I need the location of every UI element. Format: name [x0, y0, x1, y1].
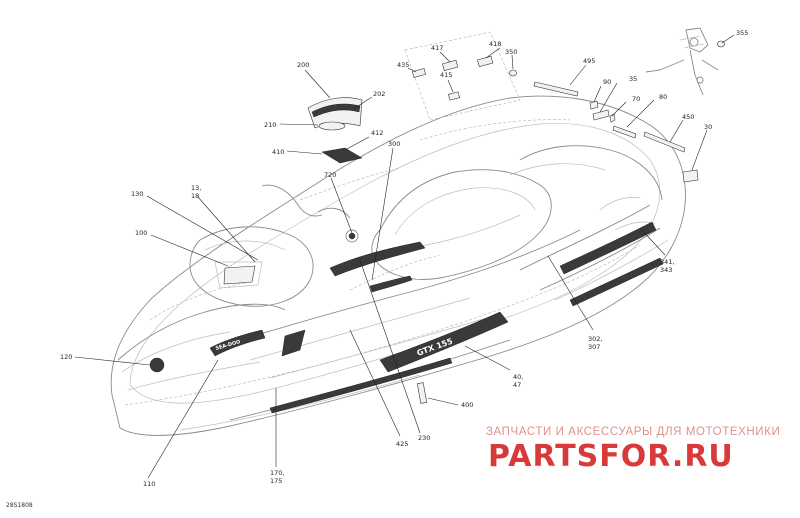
part-210-decal: [318, 121, 346, 131]
model-side-decal: [379, 311, 509, 373]
callout-410: 410: [272, 148, 284, 156]
callout-13-18-line2: 18: [191, 192, 199, 200]
callout-70: 70: [632, 95, 640, 103]
exploded-parts: [307, 27, 725, 404]
callout-110: 110: [143, 480, 155, 488]
part-200-inner-band: [311, 103, 361, 118]
callout-425: 425: [396, 440, 408, 448]
part-415-decal: [448, 91, 460, 101]
rear-stripe-decal: [559, 221, 657, 275]
callout-170-175-line2: 175: [270, 477, 282, 485]
part-418-decal: [477, 55, 494, 68]
part-417-decal: [442, 59, 459, 72]
callout-230: 230: [418, 434, 430, 442]
callout-418: 418: [489, 40, 501, 48]
callout-80: 80: [659, 93, 667, 101]
callout-200: 200: [297, 61, 309, 69]
callout-40-47-line2: 47: [513, 381, 521, 389]
callout-300: 300: [388, 140, 400, 148]
part-350-decal: [509, 69, 517, 77]
callout-13-18-line1: 13,: [191, 184, 201, 192]
callout-210: 210: [264, 121, 276, 129]
console-decal: [223, 265, 256, 285]
callout-90: 90: [603, 78, 611, 86]
part-30-decal: [682, 169, 699, 183]
callout-495: 495: [583, 57, 595, 65]
callout-120: 120: [60, 353, 72, 361]
watercraft-hull: [110, 95, 686, 436]
part-400-tag: [416, 382, 428, 404]
callout-341-343-line2: 343: [660, 266, 672, 274]
deck-emblem-decal: [281, 329, 306, 357]
leader-lines: [74, 34, 735, 479]
callout-130: 130: [131, 190, 143, 198]
callout-202: 202: [373, 90, 385, 98]
callout-412: 412: [371, 129, 383, 137]
callout-435: 435: [397, 61, 409, 69]
watermark-logo: PARTSFOR.RU: [488, 439, 734, 472]
part-355-steering-assembly: [645, 27, 719, 96]
part-80-strip: [612, 125, 637, 139]
callout-30: 30: [704, 123, 712, 131]
watermark-caption: ЗАПЧАСТИ И АКСЕССУАРЫ ДЛЯ МОТОТЕХНИКИ: [486, 426, 781, 438]
callout-35: 35: [629, 75, 637, 83]
part-720-knob: [348, 232, 356, 240]
callout-350: 350: [505, 48, 517, 56]
seat-decal: [369, 275, 413, 293]
callout-100: 100: [135, 229, 147, 237]
side-stripe-decal: [329, 241, 426, 277]
callout-341-343-line1: 341,: [660, 258, 674, 266]
brand-front-decal: [209, 329, 266, 357]
callout-302-307-line1: 302,: [588, 335, 602, 343]
callout-40-47-line1: 40,: [513, 373, 523, 381]
callout-450: 450: [682, 113, 694, 121]
callout-302-307-line2: 307: [588, 343, 600, 351]
callout-170-175-line1: 170,: [270, 469, 284, 477]
hull-decals: GTX 155 SEA-DOO: [149, 221, 664, 414]
callout-417: 417: [431, 44, 443, 52]
part-35-decal: [592, 109, 610, 121]
gunwale-stripe-decal: [269, 357, 453, 414]
rear-lower-decal: [569, 257, 664, 307]
part-495-strip: [533, 81, 579, 97]
callout-415: 415: [440, 71, 452, 79]
callout-355: 355: [736, 29, 748, 37]
part-group-box: [404, 31, 521, 121]
part-90-decal: [589, 100, 599, 110]
drawing-id: 28S1808: [6, 502, 33, 509]
callout-720: 720: [324, 171, 336, 179]
part-435-decal: [412, 68, 426, 78]
callout-400: 400: [461, 401, 473, 409]
part-70-decal: [609, 113, 616, 123]
part-410-decal: [321, 147, 363, 164]
callouts: 355 417 418 350 495 435 415 90 35 70 80 …: [60, 29, 748, 488]
watermark-logo-text: PARTSFOR.RU: [488, 439, 734, 472]
front-emblem-decal: [149, 357, 165, 373]
part-450-strip: [643, 131, 686, 153]
